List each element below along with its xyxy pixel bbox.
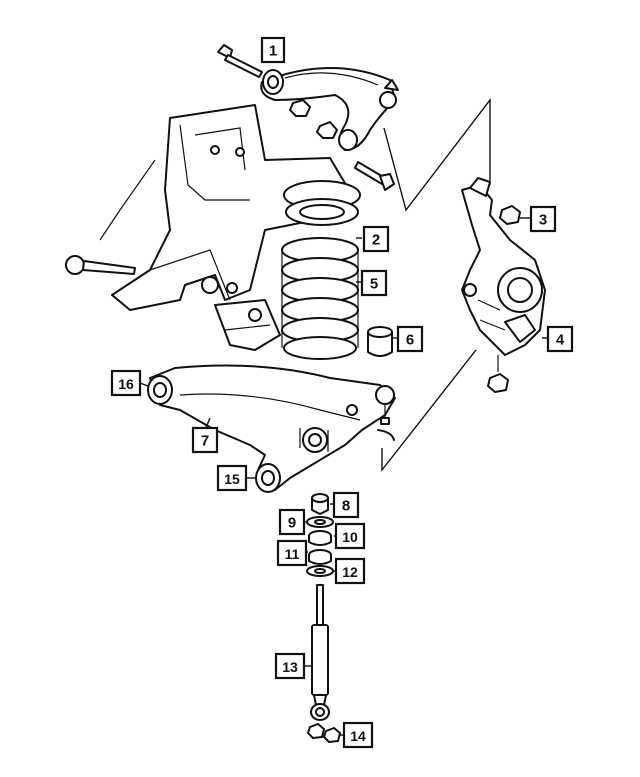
callout-box bbox=[278, 508, 306, 536]
callout-label: 2 bbox=[372, 232, 380, 249]
callout-label: 9 bbox=[288, 515, 296, 532]
upper-control-arm bbox=[260, 67, 399, 151]
callout-9: 9 bbox=[278, 508, 306, 536]
shock-nut bbox=[311, 493, 329, 515]
callout-4: 4 bbox=[546, 325, 574, 353]
knuckle-nut-bottom bbox=[487, 355, 509, 393]
steering-knuckle bbox=[461, 177, 546, 356]
callout-label: 1 bbox=[269, 43, 277, 60]
callout-2: 2 bbox=[362, 225, 390, 253]
spring-isolator bbox=[283, 180, 361, 226]
callout-box bbox=[362, 225, 390, 253]
callout-label: 7 bbox=[201, 433, 209, 450]
shock-bushing-upper bbox=[308, 530, 332, 546]
callout-box bbox=[334, 522, 366, 550]
ball-joint bbox=[375, 385, 395, 425]
callout-8: 8 bbox=[332, 491, 360, 519]
coil-spring bbox=[281, 237, 359, 360]
callout-label: 10 bbox=[342, 529, 358, 545]
callout-box bbox=[191, 426, 219, 454]
callout-box bbox=[342, 721, 374, 749]
shock-bushing-lower bbox=[308, 549, 332, 565]
callout-10: 10 bbox=[334, 522, 366, 550]
shock-washer-lower bbox=[306, 565, 334, 577]
bolt-long bbox=[65, 255, 136, 275]
callout-box bbox=[110, 369, 142, 397]
callout-label: 8 bbox=[342, 498, 350, 515]
callout-label: 14 bbox=[350, 728, 366, 744]
upper-arm-bolt bbox=[217, 44, 263, 78]
callout-box bbox=[216, 464, 248, 492]
callout-label: 4 bbox=[556, 332, 565, 349]
callout-box bbox=[260, 36, 286, 64]
upper-arm-nuts bbox=[289, 99, 395, 191]
lower-control-arm bbox=[147, 364, 396, 493]
knuckle-nut-top bbox=[499, 205, 521, 225]
callout-13: 13 bbox=[274, 652, 306, 680]
callout-1: 1 bbox=[260, 36, 286, 64]
callout-label: 11 bbox=[285, 546, 300, 562]
callout-box bbox=[360, 269, 388, 297]
callout-5: 5 bbox=[360, 269, 388, 297]
callout-box bbox=[274, 652, 306, 680]
callout-label: 6 bbox=[406, 332, 414, 349]
callout-11: 11 bbox=[276, 539, 308, 567]
callout-label: 13 bbox=[282, 659, 298, 675]
callout-box bbox=[334, 557, 366, 585]
callout-box bbox=[529, 205, 557, 233]
callout-label: 15 bbox=[224, 471, 240, 487]
shock-bottom-nuts bbox=[307, 723, 341, 743]
callout-16: 16 bbox=[110, 369, 142, 397]
callout-3: 3 bbox=[529, 205, 557, 233]
callout-box bbox=[546, 325, 574, 353]
callout-14: 14 bbox=[342, 721, 374, 749]
callout-label: 12 bbox=[342, 564, 358, 580]
callout-6: 6 bbox=[396, 325, 424, 353]
shock-washer-upper bbox=[306, 516, 334, 528]
frame-bracket bbox=[99, 104, 356, 351]
callout-12: 12 bbox=[334, 557, 366, 585]
retaining-clip bbox=[377, 429, 395, 441]
callout-label: 5 bbox=[370, 276, 378, 293]
callout-label: 16 bbox=[118, 376, 134, 392]
callout-box bbox=[276, 539, 308, 567]
callout-7: 7 bbox=[191, 426, 219, 454]
jounce-bumper bbox=[367, 326, 393, 357]
callout-label: 3 bbox=[539, 212, 547, 229]
callout-box bbox=[396, 325, 424, 353]
callout-15: 15 bbox=[216, 464, 248, 492]
shock-absorber bbox=[310, 584, 330, 721]
callout-box bbox=[332, 491, 360, 519]
